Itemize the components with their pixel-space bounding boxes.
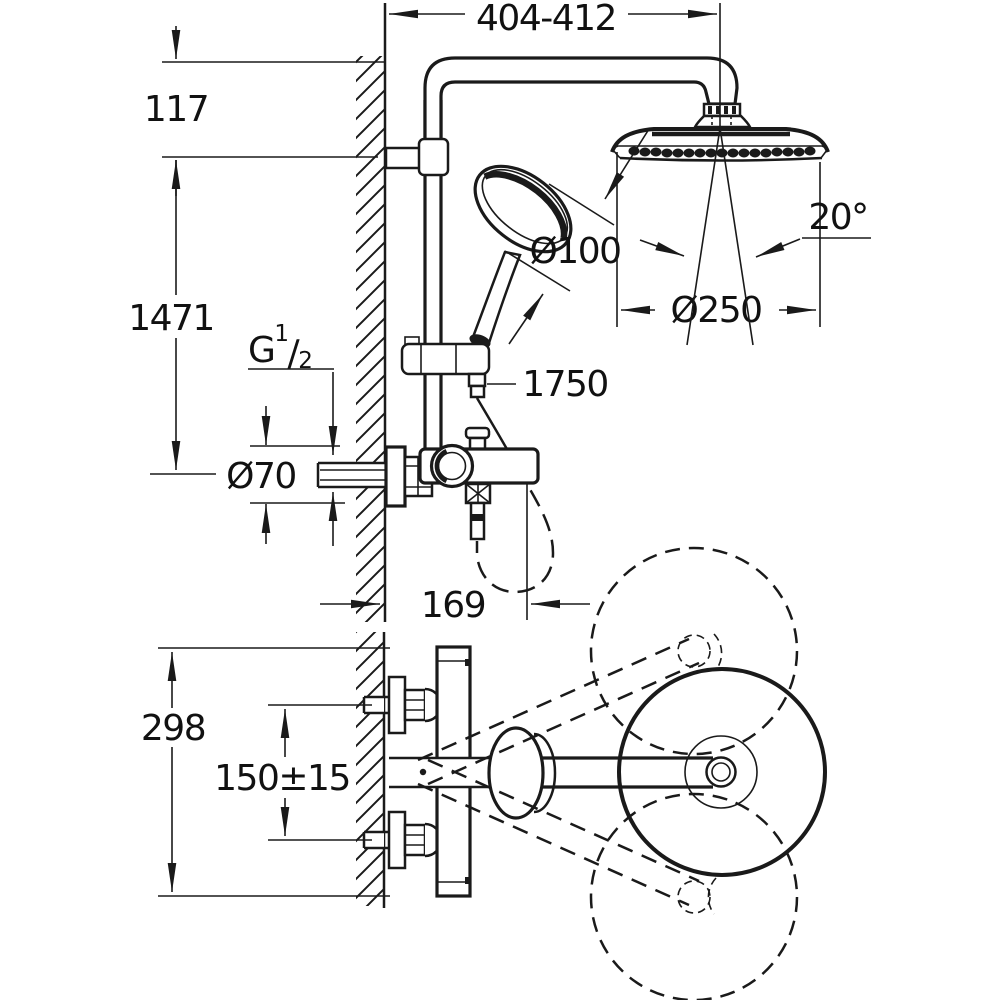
spray-nozzle-row (628, 146, 816, 158)
dimensions-lower: 298 150±15 (141, 647, 390, 897)
dimension-hose-length: 1750 (487, 364, 609, 405)
overhead-shower (610, 102, 830, 162)
dimension-swivel-angle: 20° (639, 127, 871, 346)
escutcheon-diameter-label: Ø70 (226, 456, 296, 497)
swivel-arm-down-edge2 (427, 758, 700, 883)
thermostat-valve (384, 426, 540, 541)
head-position-up-circle (589, 546, 799, 756)
valve-assembly-plan (362, 645, 498, 898)
dimension-inlet-spacing: 150±15 (214, 704, 372, 841)
dimension-thread: G1/2 (248, 321, 338, 546)
inlet-escutcheon-top (387, 675, 407, 735)
rail-collar (417, 137, 450, 177)
hand-shower-spray-face (483, 171, 568, 239)
hand-shower-head (473, 164, 573, 254)
hand-shower-handle (471, 250, 522, 345)
dimension-bracket-offset: 117 (144, 26, 384, 196)
wall-hatching-upper (356, 56, 384, 622)
inlet-escutcheon-bottom (387, 810, 407, 870)
dimensions-upper: 404-412 117 1471 G1/2 (128, 0, 871, 626)
ball-joint-cone (692, 114, 753, 129)
valve-escutcheon (384, 445, 407, 508)
glide-element (400, 336, 491, 399)
hose-outlet-stub (467, 372, 487, 388)
swivel-arm-up-edge1 (417, 637, 690, 762)
head-shower-bottom-edge (619, 156, 823, 162)
plan-view: 298 150±15 (141, 546, 827, 1000)
mounting-screw-dot (419, 768, 427, 776)
head-hub-ring (684, 735, 758, 809)
wall-bracket (384, 146, 423, 170)
slider-body (400, 342, 491, 376)
swivel-arm-plan (487, 667, 827, 877)
diverter-knob-cap (464, 426, 491, 440)
dimension-top-width: 404-412 (389, 0, 721, 128)
shower-arm-pipe (423, 56, 739, 138)
hose-length-label: 1750 (522, 364, 608, 405)
valve-depth-label: 169 (421, 585, 485, 626)
dimension-rail-height: 1471 (128, 160, 216, 475)
dimension-hand-shower-diameter: Ø100 (504, 128, 650, 345)
dimension-valve-width: 298 (141, 647, 390, 897)
head-position-down-hub (677, 880, 711, 914)
supply-pipe (316, 461, 386, 489)
swivel-range-dashed (417, 546, 799, 1000)
swivel-angle-label: 20° (808, 197, 867, 238)
swivel-arm-down-edge1 (417, 782, 690, 907)
wall-section-lower (356, 632, 386, 908)
dimension-head-shower-diameter: Ø250 (616, 152, 821, 331)
swivel-arm-up-edge2 (427, 661, 700, 786)
swivel-line-right (719, 127, 754, 346)
inlet-nut-bottom (403, 823, 427, 857)
swivel-line-left (686, 127, 721, 346)
thread-label: G1/2 (248, 321, 311, 374)
wall-section-upper (356, 3, 387, 622)
dimension-escutcheon-diameter: Ø70 (226, 406, 345, 544)
head-shower-plan-circle (617, 667, 827, 877)
head-position-up-hub (677, 634, 711, 668)
top-width-label: 404-412 (476, 0, 616, 39)
hand-shower-diameter-label: Ø100 (529, 231, 620, 272)
head-shower-rim-line (611, 145, 829, 153)
inlet-spacing-label: 150±15 (214, 758, 350, 799)
wall-hatching-lower (356, 632, 384, 906)
head-hub-inner (705, 756, 737, 788)
head-position-down-circle (589, 792, 799, 1000)
bracket-offset-label: 117 (144, 89, 208, 130)
arm-joint-cup (487, 726, 545, 820)
side-elevation-view: 404-412 117 1471 G1/2 (128, 0, 871, 626)
valve-width-label: 298 (141, 708, 205, 749)
dimension-valve-depth: 169 (320, 483, 590, 626)
rail-height-label: 1471 (128, 298, 214, 339)
inlet-nut-top (403, 688, 427, 722)
